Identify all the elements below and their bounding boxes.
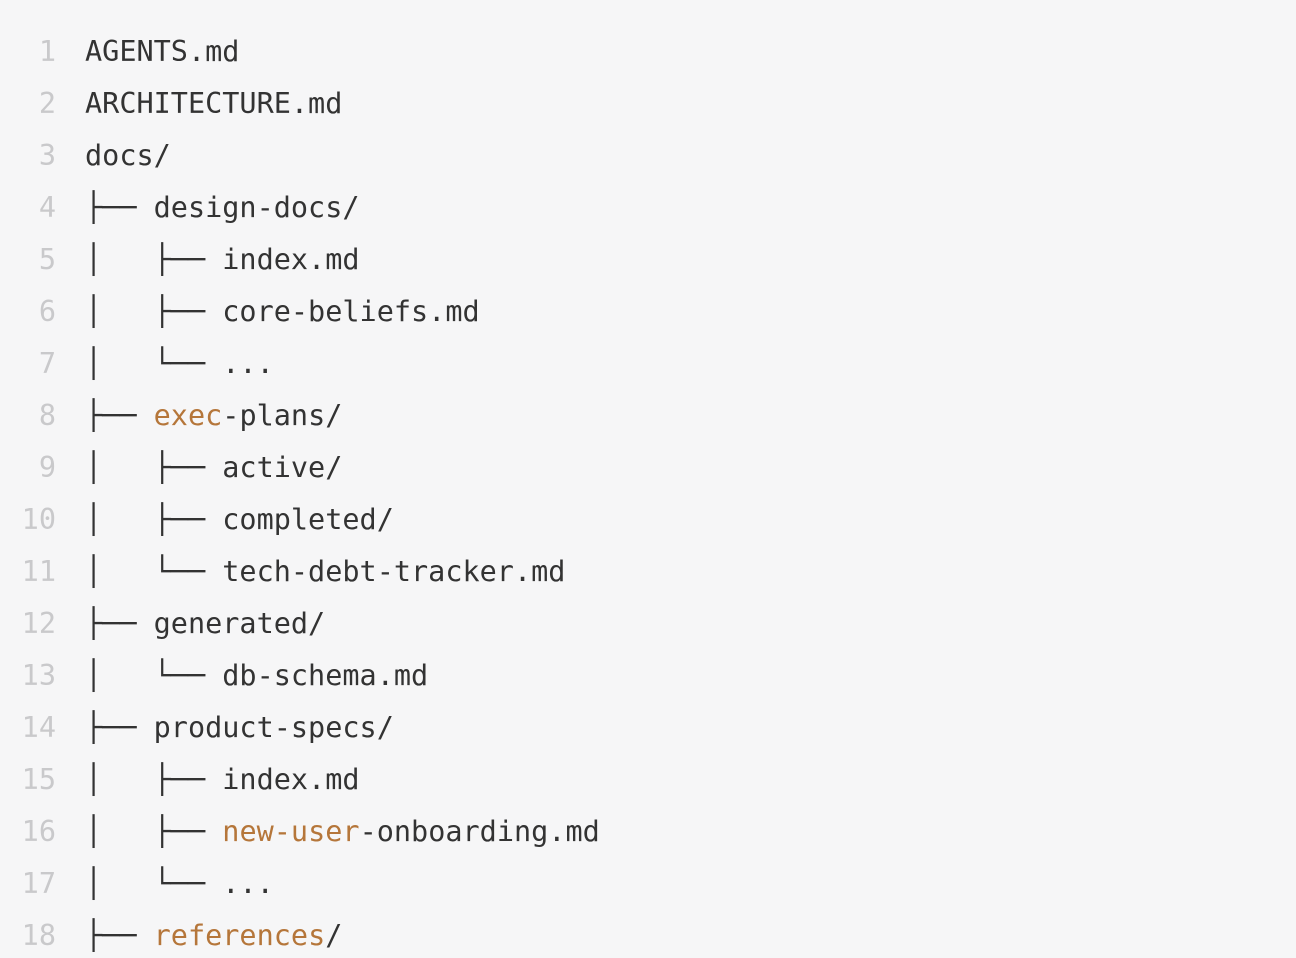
code-text: ├── product-specs/: [85, 702, 394, 754]
line-number: 10: [21, 503, 56, 536]
code-text: ├── exec-plans/: [85, 390, 342, 442]
code-line: 7 │ └── ...: [0, 338, 1296, 390]
code-text: │ ├── new-user-onboarding.md: [85, 806, 600, 858]
code-line: 12 ├── generated/: [0, 598, 1296, 650]
line-number: 4: [38, 191, 56, 224]
code-text: │ └── ...: [85, 338, 274, 390]
code-text: AGENTS.md: [85, 26, 239, 78]
code-line: 13 │ └── db-schema.md: [0, 650, 1296, 702]
code-segment: │ ├── index.md: [85, 763, 360, 796]
code-segment: │ ├── active/: [85, 451, 343, 484]
code-segment: ├── product-specs/: [85, 711, 394, 744]
line-number: 14: [21, 711, 56, 744]
code-line: 2 ARCHITECTURE.md: [0, 78, 1296, 130]
code-segment: ├──: [85, 919, 154, 952]
line-number: 15: [21, 763, 56, 796]
code-line: 5 │ ├── index.md: [0, 234, 1296, 286]
code-line: 17 │ └── ...: [0, 858, 1296, 910]
keyword-segment: references: [153, 919, 326, 952]
code-line: 3 docs/: [0, 130, 1296, 182]
code-segment: -plans/: [222, 399, 343, 432]
code-segment: │ ├── core-beliefs.md: [85, 295, 480, 328]
code-line: 18 ├── references/: [0, 910, 1296, 958]
line-number: 17: [21, 867, 56, 900]
code-segment: -onboarding.md: [359, 815, 600, 848]
line-number: 6: [38, 295, 56, 328]
line-number: 1: [38, 35, 56, 68]
code-text: docs/: [85, 130, 171, 182]
keyword-segment: new-user: [222, 815, 360, 848]
code-text: ├── design-docs/: [85, 182, 360, 234]
code-line: 14 ├── product-specs/: [0, 702, 1296, 754]
code-text: ├── references/: [85, 910, 342, 958]
code-line: 15 │ ├── index.md: [0, 754, 1296, 806]
line-number: 7: [38, 347, 56, 380]
code-text: │ └── tech-debt-tracker.md: [85, 546, 565, 598]
code-text: │ └── db-schema.md: [85, 650, 428, 702]
code-segment: ├── generated/: [85, 607, 326, 640]
line-number: 16: [21, 815, 56, 848]
line-number: 13: [21, 659, 56, 692]
code-line: 11 │ └── tech-debt-tracker.md: [0, 546, 1296, 598]
line-number: 8: [38, 399, 56, 432]
code-segment: │ ├── index.md: [85, 243, 360, 276]
code-text: ├── generated/: [85, 598, 325, 650]
code-line: 4 ├── design-docs/: [0, 182, 1296, 234]
code-segment: │ └── db-schema.md: [85, 659, 429, 692]
line-number: 3: [38, 139, 56, 172]
code-line: 10 │ ├── completed/: [0, 494, 1296, 546]
code-segment: /: [325, 919, 343, 952]
code-line: 8 ├── exec-plans/: [0, 390, 1296, 442]
code-segment: │ └── tech-debt-tracker.md: [85, 555, 566, 588]
keyword-segment: exec: [153, 399, 223, 432]
code-segment: ARCHITECTURE.md: [85, 87, 343, 120]
code-segment: │ ├── completed/: [85, 503, 394, 536]
line-number: 2: [38, 87, 56, 120]
code-text: │ ├── index.md: [85, 754, 360, 806]
line-number: 9: [38, 451, 56, 484]
code-text: │ ├── index.md: [85, 234, 360, 286]
code-text: │ ├── core-beliefs.md: [85, 286, 480, 338]
code-segment: ├── design-docs/: [85, 191, 360, 224]
code-segment: AGENTS.md: [85, 35, 240, 68]
code-segment: │ ├──: [85, 815, 223, 848]
code-text: ARCHITECTURE.md: [85, 78, 342, 130]
code-segment: ├──: [85, 399, 154, 432]
code-text: │ ├── active/: [85, 442, 342, 494]
code-text: │ ├── completed/: [85, 494, 394, 546]
code-segment: │ └── ...: [85, 867, 274, 900]
line-number: 18: [21, 919, 56, 952]
code-line: 1 AGENTS.md: [0, 26, 1296, 78]
line-number: 5: [38, 243, 56, 276]
code-line: 16 │ ├── new-user-onboarding.md: [0, 806, 1296, 858]
code-segment: docs/: [85, 139, 171, 172]
code-line: 6 │ ├── core-beliefs.md: [0, 286, 1296, 338]
line-number: 11: [21, 555, 56, 588]
line-number: 12: [21, 607, 56, 640]
code-text: │ └── ...: [85, 858, 274, 910]
code-line: 9 │ ├── active/: [0, 442, 1296, 494]
code-segment: │ └── ...: [85, 347, 274, 380]
